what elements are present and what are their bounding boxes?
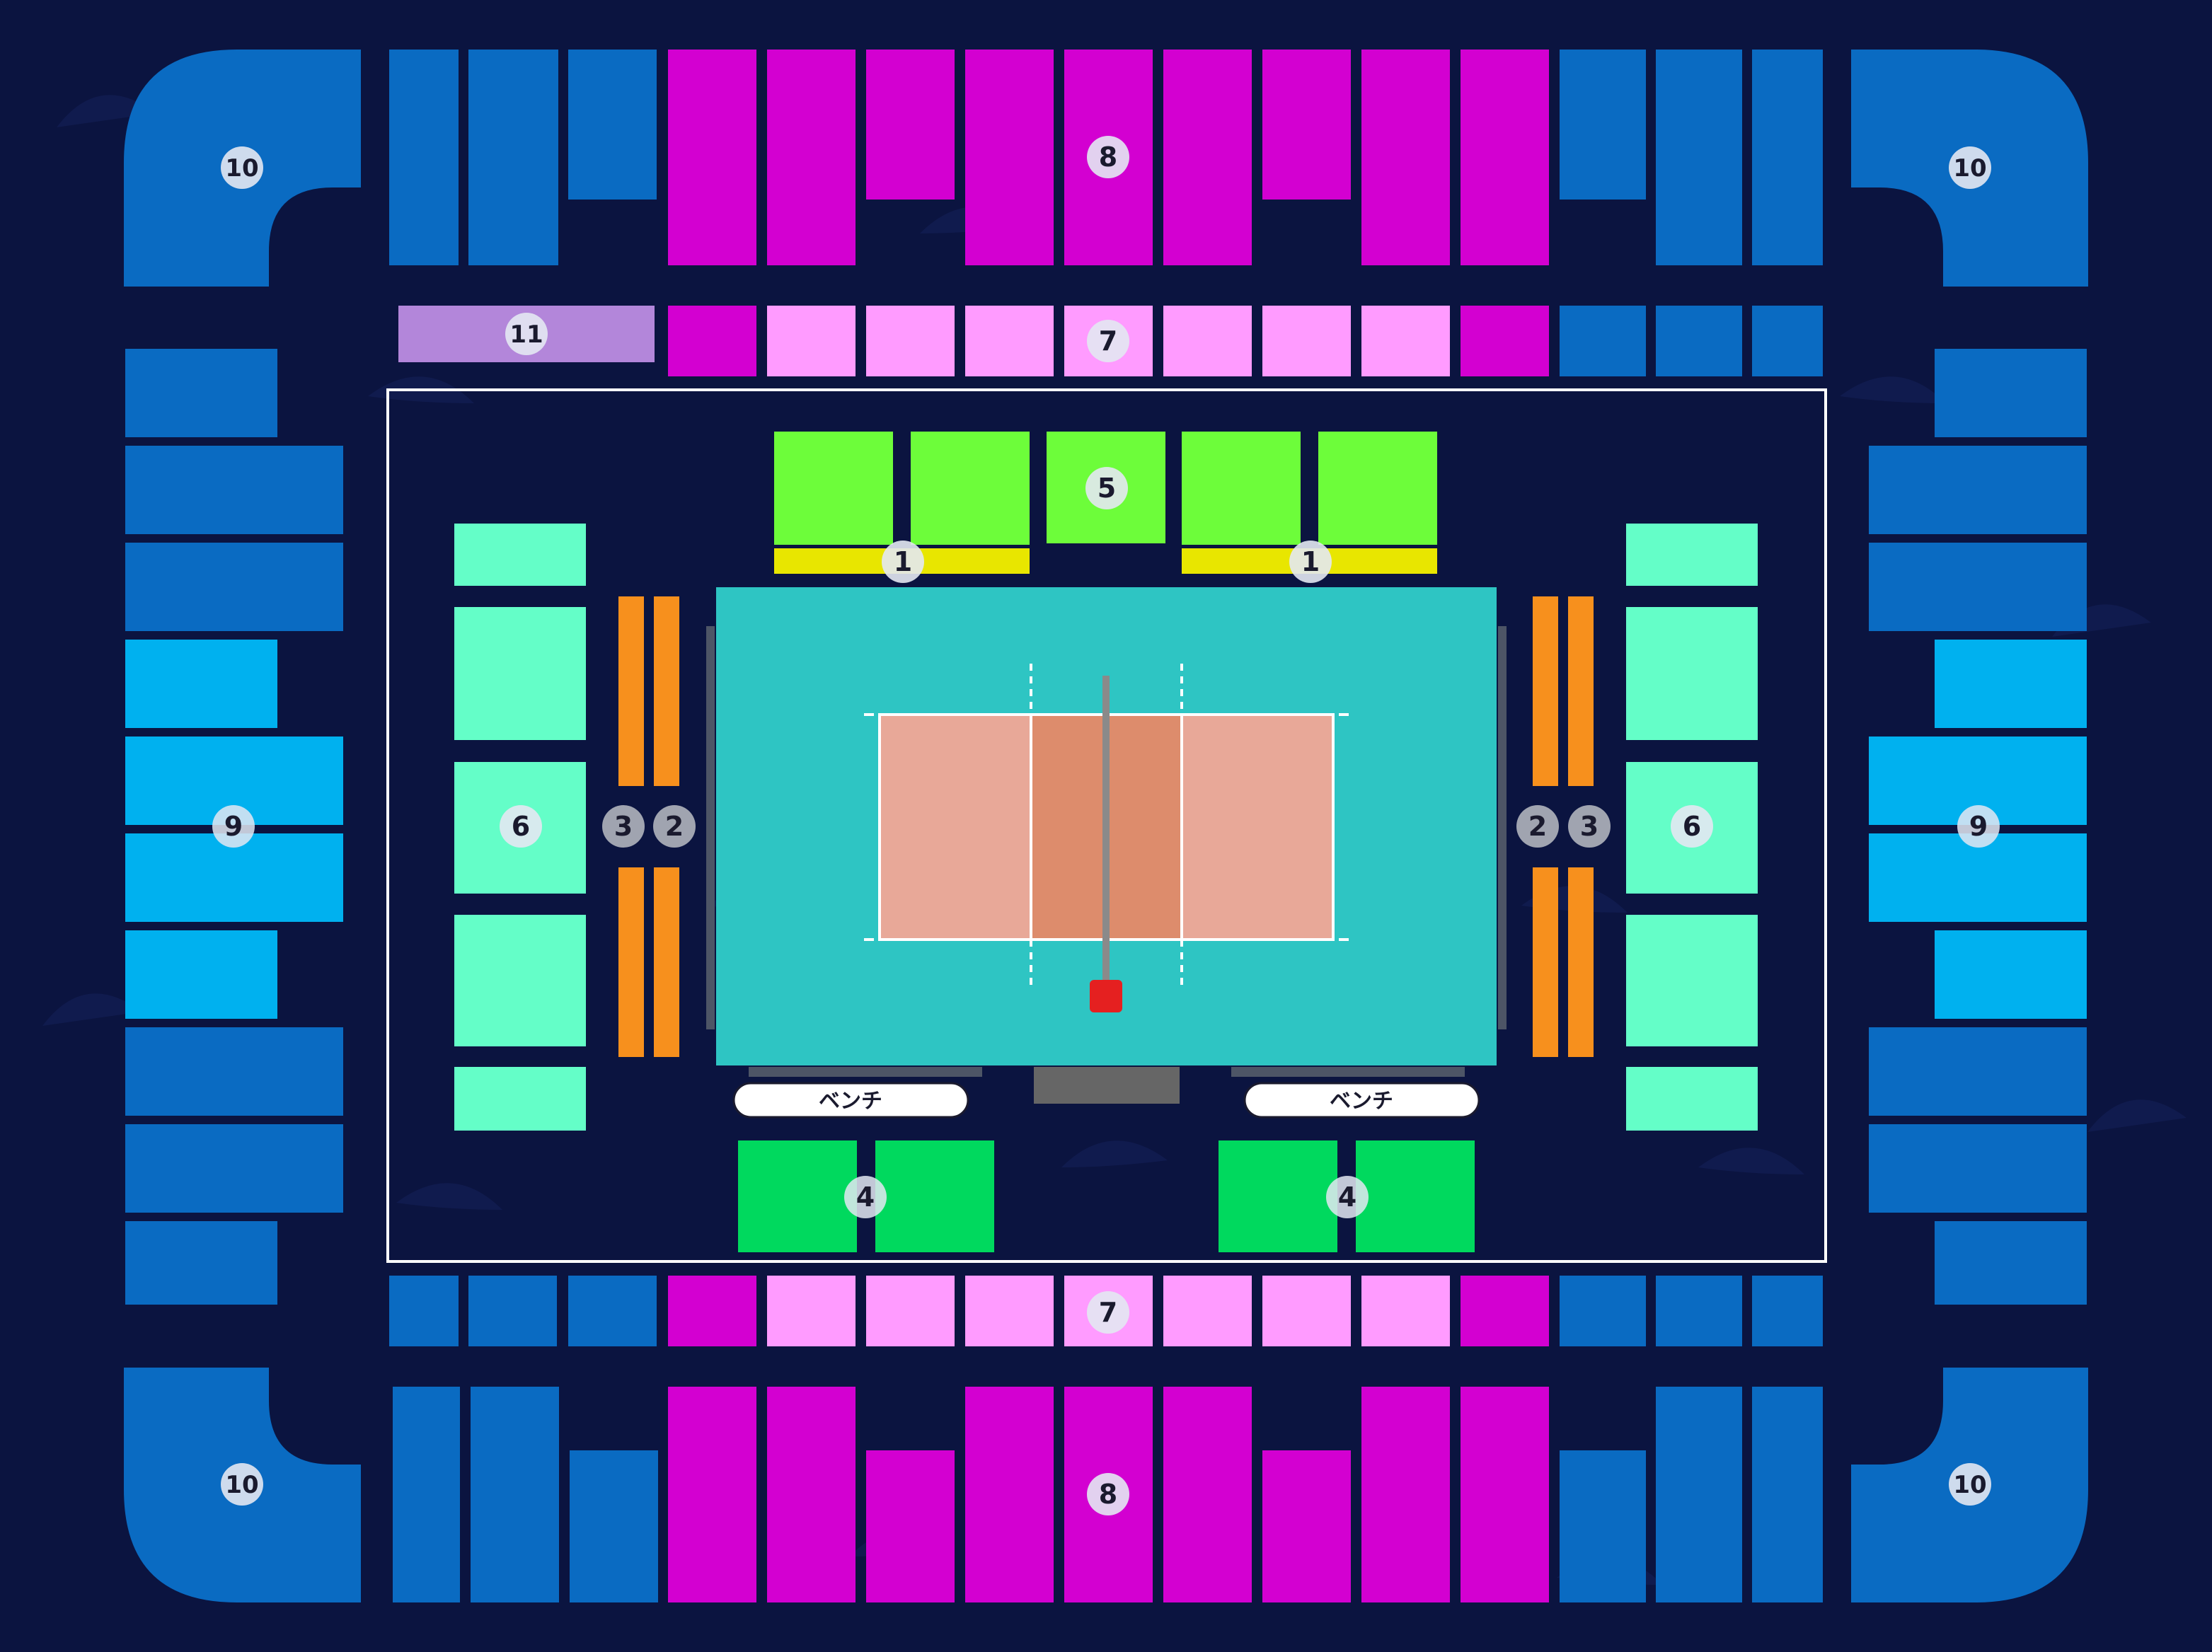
svg-text:11: 11	[509, 320, 543, 349]
svg-text:5: 5	[1098, 473, 1116, 504]
volleyball-net	[1102, 676, 1110, 980]
section-4-right[interactable]	[1219, 1140, 1475, 1252]
section-4-left[interactable]	[738, 1140, 994, 1252]
badge-9-left: 9	[212, 805, 255, 848]
section-2-right[interactable]	[1533, 596, 1558, 1057]
svg-text:10: 10	[1953, 154, 1986, 183]
svg-text:7: 7	[1099, 1297, 1117, 1328]
badge-10-top-right: 10	[1949, 146, 1991, 189]
svg-text:3: 3	[614, 811, 633, 842]
badge-8-bottom: 8	[1087, 1473, 1129, 1515]
bench-left: ベンチ	[732, 1082, 969, 1119]
svg-text:8: 8	[1099, 1479, 1117, 1510]
svg-text:10: 10	[1953, 1471, 1986, 1499]
bench-right-label: ベンチ	[1330, 1089, 1393, 1114]
svg-text:3: 3	[1580, 811, 1598, 842]
section-8-bottom[interactable]	[393, 1387, 1823, 1602]
svg-text:9: 9	[224, 811, 243, 842]
svg-text:6: 6	[1683, 811, 1701, 842]
svg-text:2: 2	[1528, 811, 1547, 842]
section-3-left[interactable]	[618, 596, 644, 1057]
badge-6-left: 6	[500, 805, 542, 848]
ad-board-bottom-left	[749, 1067, 982, 1077]
badge-3-left: 3	[602, 805, 645, 848]
ad-board-left	[706, 626, 715, 1029]
badge-6-right: 6	[1671, 805, 1713, 848]
badge-9-right: 9	[1957, 805, 2000, 848]
section-7-top[interactable]	[668, 306, 1823, 376]
svg-text:8: 8	[1099, 141, 1117, 173]
section-8-top[interactable]	[389, 50, 1823, 265]
badge-10-top-left: 10	[221, 146, 263, 189]
badge-5: 5	[1085, 467, 1128, 509]
badge-8-top: 8	[1087, 136, 1129, 178]
badge-11: 11	[505, 313, 548, 355]
section-6-left[interactable]	[454, 524, 586, 1131]
badge-3-right: 3	[1568, 805, 1611, 848]
scorer-table	[1034, 1067, 1180, 1104]
section-3-right[interactable]	[1568, 596, 1594, 1057]
ad-board-bottom-right	[1231, 1067, 1465, 1077]
section-7-bottom[interactable]	[389, 1276, 1823, 1346]
badge-1-right: 1	[1289, 541, 1332, 583]
svg-text:10: 10	[225, 1471, 258, 1499]
svg-text:10: 10	[225, 154, 258, 183]
bench-left-label: ベンチ	[819, 1089, 882, 1114]
badge-2-right: 2	[1516, 805, 1559, 848]
svg-text:9: 9	[1969, 811, 1988, 842]
svg-text:1: 1	[1301, 546, 1320, 577]
bench-right: ベンチ	[1243, 1082, 1480, 1119]
badge-7-top: 7	[1087, 320, 1129, 362]
badge-2-left: 2	[653, 805, 696, 848]
svg-text:7: 7	[1099, 325, 1117, 357]
arena-floor-frame	[386, 388, 1827, 1263]
svg-text:2: 2	[665, 811, 684, 842]
svg-text:1: 1	[894, 546, 912, 577]
badge-4-right: 4	[1326, 1176, 1369, 1218]
svg-text:4: 4	[856, 1182, 875, 1213]
badge-4-left: 4	[844, 1176, 887, 1218]
badge-10-bottom-left: 10	[221, 1463, 263, 1506]
svg-text:6: 6	[512, 811, 530, 842]
ad-board-right	[1498, 626, 1507, 1029]
badge-7-bottom: 7	[1087, 1291, 1129, 1334]
svg-text:4: 4	[1338, 1182, 1356, 1213]
section-9-right[interactable]	[1869, 349, 2087, 1305]
badge-1-left: 1	[882, 541, 924, 583]
net-post-icon	[1090, 980, 1122, 1012]
section-2-left[interactable]	[654, 596, 679, 1057]
badge-10-bottom-right: 10	[1949, 1463, 1991, 1506]
